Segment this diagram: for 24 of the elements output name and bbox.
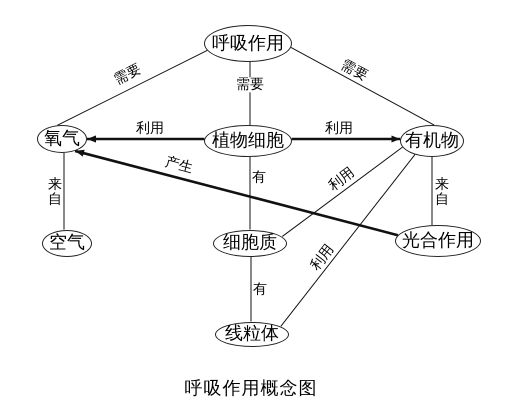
ellipse-node: 线粒体 (215, 322, 289, 346)
connector-line (290, 46, 435, 126)
ellipse-node: 植物细胞 (204, 125, 292, 157)
ellipse-node: 有机物 (400, 125, 464, 157)
edge-label: 利用 (135, 121, 165, 137)
caption: 呼吸作用概念图 (184, 377, 318, 400)
edge-label: 来自 (434, 177, 450, 207)
ellipse-node: 呼吸作用 (204, 25, 292, 62)
edge-label: 有 (251, 170, 267, 186)
connector-line (57, 50, 208, 126)
edge-label: 需要 (235, 77, 265, 93)
connector-line (282, 146, 403, 237)
arrow (292, 135, 400, 143)
connector-line (250, 256, 252, 322)
ellipse-node: 光合作用 (395, 225, 481, 257)
ellipse-node: 细胞质 (213, 230, 287, 256)
arrow (74, 150, 398, 236)
edge-label: 利用 (324, 121, 354, 137)
connector-line (280, 154, 416, 327)
edge-label: 有 (252, 282, 268, 298)
ellipse-node: 氧气 (37, 125, 87, 153)
arrow (87, 135, 204, 143)
edge-label: 来自 (47, 177, 63, 207)
ellipse-node: 空气 (42, 230, 92, 256)
